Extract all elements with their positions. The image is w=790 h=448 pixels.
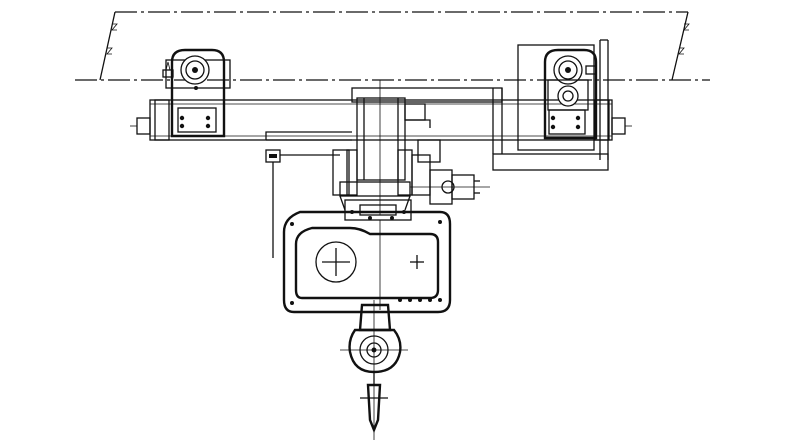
- overhead-girder: [75, 11, 710, 81]
- travel-motor: [332, 139, 490, 211]
- cable-guide: [265, 131, 352, 258]
- left-wheel-assembly: [162, 48, 231, 138]
- hoist-body: [282, 210, 452, 314]
- center-hanger: [351, 80, 503, 215]
- right-wheel-assembly: [492, 39, 609, 171]
- hook-block: [340, 300, 408, 440]
- trolley-frame: [130, 99, 632, 141]
